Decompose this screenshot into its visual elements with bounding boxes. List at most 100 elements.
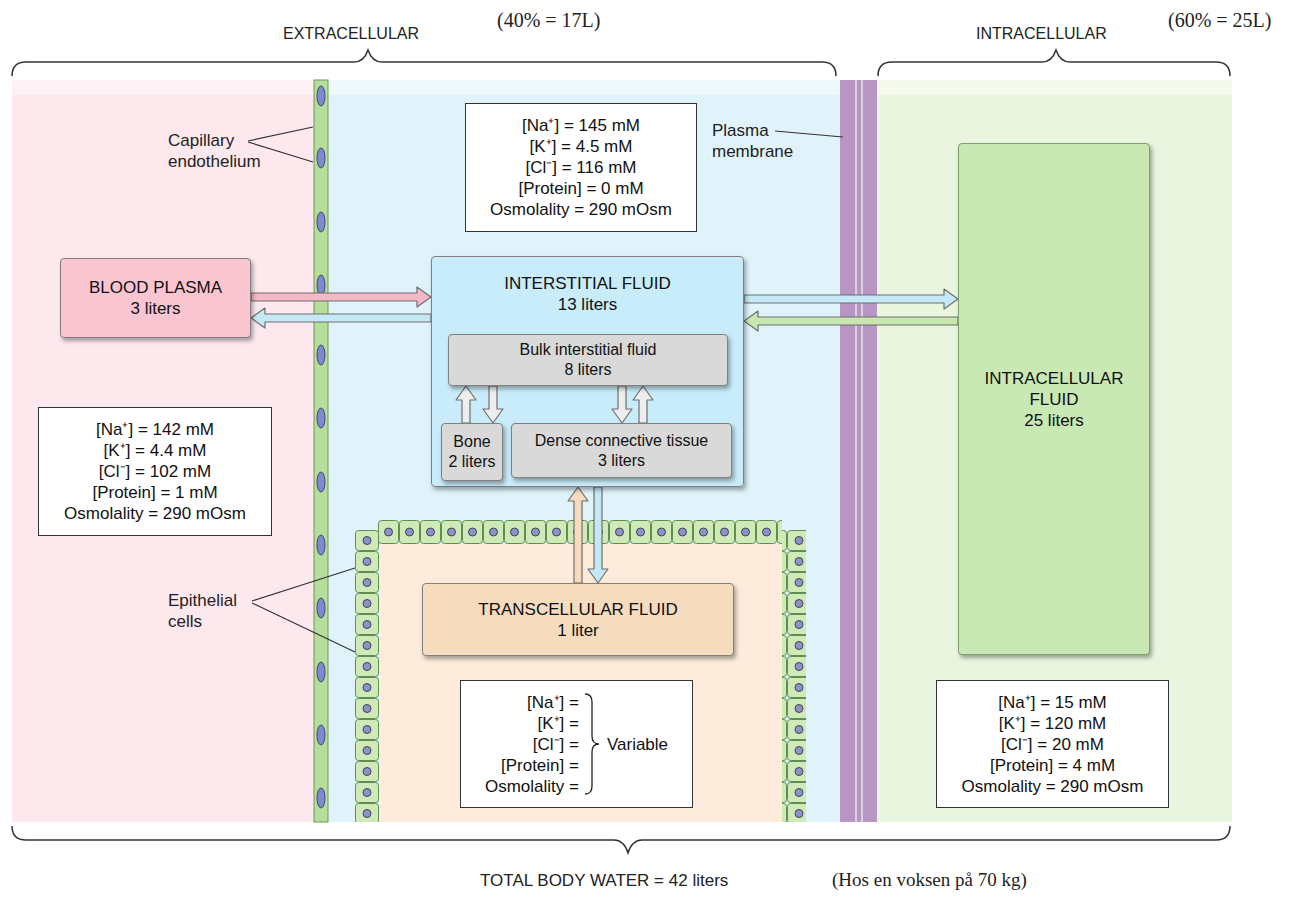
- endothelial-nuclei: [317, 86, 325, 808]
- node-text: [Cl⁻] = 102 mM: [99, 461, 211, 482]
- block-arrow: [612, 386, 632, 423]
- annotation-label: Capillary endothelium: [168, 130, 278, 172]
- endothelial-nucleus: [317, 598, 325, 618]
- node-text: Osmolality = 290 mOsm: [490, 199, 672, 220]
- endothelial-nucleus: [317, 148, 325, 168]
- annotation-label: Epithelial cells: [168, 590, 268, 632]
- block-arrow: [744, 289, 958, 309]
- leader-lines: [248, 127, 843, 652]
- annotation-label: (40% = 17L): [497, 8, 600, 33]
- endothelial-nucleus: [317, 725, 325, 745]
- block-arrow: [568, 487, 588, 583]
- sub-compartment-box: Dense connective tissue3 liters: [511, 423, 732, 478]
- region-top-strip: [12, 80, 320, 95]
- composition-column: [Na⁺] =[K⁺] =[Cl⁻] =[Protein] =Osmolalit…: [485, 692, 579, 797]
- node-text: 25 liters: [1024, 410, 1084, 431]
- compartment-box: INTERSTITIAL FLUID13 litersBulk intersti…: [431, 256, 744, 487]
- intracellular-bracket: [878, 50, 1230, 76]
- node-text: 3 liters: [598, 451, 645, 471]
- flow-arrow: [633, 386, 653, 423]
- endothelial-nucleus: [317, 408, 325, 428]
- node-text: [Protein] = 4 mM: [990, 755, 1115, 776]
- node-text: [Protein] =: [501, 755, 579, 776]
- composition-box: [Na⁺] =[K⁺] =[Cl⁻] =[Protein] =Osmolalit…: [460, 680, 693, 808]
- leader-line: [252, 603, 355, 652]
- flow-arrow: [744, 311, 958, 331]
- node-text: [K⁺] = 120 mM: [999, 713, 1107, 734]
- extracellular-bracket: [12, 50, 836, 76]
- composition-box: [Na⁺] = 145 mM[K⁺] = 4.5 mM[Cl⁻] = 116 m…: [465, 103, 697, 232]
- node-text: Dense connective tissue: [535, 431, 708, 451]
- block-arrow: [588, 487, 608, 583]
- composition-column: Variable: [607, 734, 668, 755]
- endothelial-nucleus: [317, 86, 325, 106]
- plasma-region: [12, 80, 320, 822]
- node-text: [Cl⁻] =: [533, 734, 579, 755]
- flow-arrow: [612, 386, 632, 423]
- endothelial-nucleus: [317, 472, 325, 492]
- brackets: [12, 50, 1230, 853]
- node-text: [Cl⁻] = 116 mM: [525, 157, 636, 178]
- sub-compartment-box: Bulk interstitial fluid8 liters: [448, 334, 728, 386]
- block-arrow: [633, 386, 653, 423]
- endothelial-nucleus: [317, 212, 325, 232]
- epithelium-left: [355, 530, 379, 822]
- flow-arrow: [588, 487, 608, 583]
- total-bracket: [12, 826, 1230, 853]
- flow-arrow: [744, 289, 958, 309]
- compartment-fill: [432, 257, 743, 486]
- node-text: [K⁺] =: [538, 713, 579, 734]
- annotation-label: EXTRACELLULAR: [283, 24, 419, 44]
- node-text: [K⁺] = 4.4 mM: [104, 440, 207, 461]
- compartment-box: TRANSCELLULAR FLUID1 liter: [422, 583, 734, 656]
- endothelial-nucleus: [317, 788, 325, 808]
- node-text: [Na⁺] = 145 mM: [522, 115, 640, 136]
- node-text: 3 liters: [130, 298, 180, 319]
- block-arrow: [251, 308, 431, 328]
- intracellular-region: [877, 80, 1232, 822]
- node-text: INTRACELLULAR FLUID: [979, 368, 1129, 410]
- endothelial-nucleus: [317, 345, 325, 365]
- node-text: TRANSCELLULAR FLUID: [478, 599, 677, 620]
- annotation-label: TOTAL BODY WATER = 42 liters: [480, 870, 728, 891]
- capillary-endothelium: [314, 80, 328, 822]
- node-text: Variable: [607, 734, 668, 755]
- leader-line: [775, 131, 843, 137]
- node-text: Bulk interstitial fluid: [520, 340, 657, 360]
- endothelial-nucleus: [317, 662, 325, 682]
- node-text: [Protein] = 0 mM: [518, 178, 643, 199]
- endothelial-nucleus: [317, 275, 325, 295]
- node-text: 2 liters: [448, 452, 495, 472]
- node-text: [Na⁺] = 142 mM: [96, 419, 214, 440]
- compartment-box: INTRACELLULAR FLUID25 liters: [958, 143, 1150, 655]
- node-text: [Cl⁻] = 20 mM: [1001, 734, 1104, 755]
- annotation-label: INTRACELLULAR: [976, 24, 1107, 44]
- node-text: Osmolality = 290 mOsm: [64, 503, 246, 524]
- node-text: [Na⁺] =: [527, 692, 579, 713]
- block-arrow: [483, 386, 503, 423]
- flow-arrow: [251, 308, 431, 328]
- composition-row: [Na⁺] =[K⁺] =[Cl⁻] =[Protein] =Osmolalit…: [485, 692, 668, 797]
- node-text: 8 liters: [564, 360, 611, 380]
- composition-box: [Na⁺] = 15 mM[K⁺] = 120 mM[Cl⁻] = 20 mM[…: [936, 680, 1169, 808]
- node-text: [Protein] = 1 mM: [92, 482, 217, 503]
- flow-arrow: [251, 287, 431, 307]
- node-text: [Na⁺] = 15 mM: [998, 692, 1107, 713]
- membrane-layer: [855, 80, 857, 822]
- node-text: Osmolality = 290 mOsm: [962, 776, 1144, 797]
- curly-brace-path: [585, 694, 599, 794]
- node-text: Osmolality =: [485, 776, 579, 797]
- leader-line: [252, 568, 355, 601]
- block-arrow: [744, 311, 958, 331]
- epithelium-right: [782, 530, 806, 822]
- compartment-box: BLOOD PLASMA3 liters: [60, 258, 251, 338]
- annotation-label: Plasma membrane: [712, 120, 812, 162]
- curly-brace: [583, 692, 601, 796]
- membrane-layer: [861, 80, 863, 822]
- annotation-label: (60% = 25L): [1168, 8, 1271, 33]
- composition-box: [Na⁺] = 142 mM[K⁺] = 4.4 mM[Cl⁻] = 102 m…: [38, 407, 272, 536]
- region-top-strip: [877, 80, 1232, 95]
- endothelial-nucleus: [317, 535, 325, 555]
- flow-arrow: [483, 386, 503, 423]
